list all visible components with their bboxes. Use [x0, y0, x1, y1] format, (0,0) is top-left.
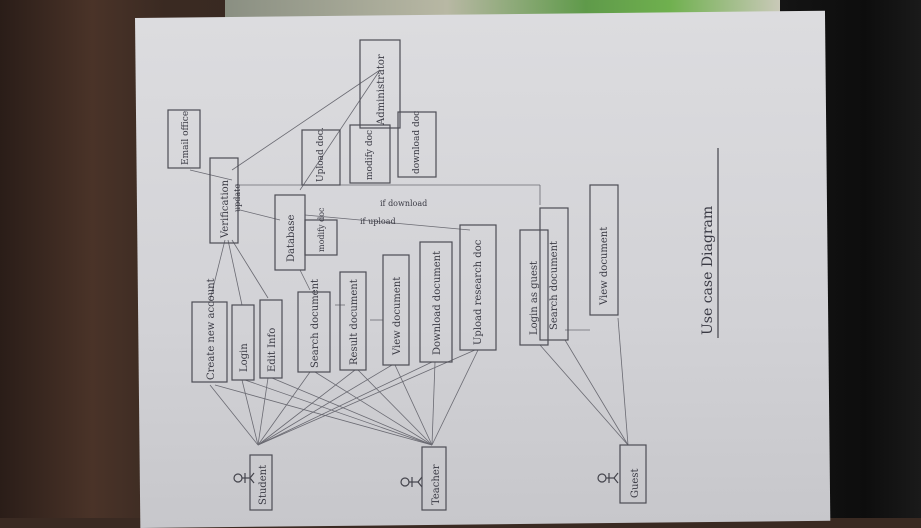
use-case-create-account: Create new account [191, 278, 228, 383]
svg-text:Student: Student [258, 465, 269, 505]
association-lines [189, 69, 629, 446]
use-case-view-document: View document [382, 254, 410, 366]
use-case-verification: Verification [209, 157, 239, 244]
svg-text:modify doc: modify doc [365, 130, 375, 180]
svg-text:Guest: Guest [630, 469, 641, 499]
edge-label-update: update [233, 184, 242, 212]
svg-text:Search document: Search document [549, 241, 560, 330]
use-case-upload-document: Upload research doc [459, 224, 497, 351]
svg-text:Email office: Email office [181, 111, 191, 165]
svg-text:Result document: Result document [349, 279, 360, 365]
svg-text:Upload doc.: Upload doc. [316, 127, 326, 182]
svg-text:Verification: Verification [220, 179, 231, 239]
svg-text:View document: View document [392, 277, 403, 356]
svg-text:Database: Database [286, 215, 297, 262]
actor-student: Student [233, 454, 273, 511]
use-case-modify: modify doc [304, 207, 338, 256]
svg-text:Teacher: Teacher [431, 464, 442, 505]
svg-text:Create new account: Create new account [206, 278, 217, 380]
svg-text:download doc: download doc [412, 111, 422, 174]
use-case-upload-doc-admin: Upload doc. [301, 127, 341, 186]
use-case-download-document: Download document [419, 241, 453, 363]
svg-text:Use case Diagram: Use case Diagram [700, 206, 716, 335]
diagram-title: Use case Diagram [700, 148, 719, 338]
edge-label-if-download: if download [380, 199, 427, 208]
use-case-edit-info: Edit Info [259, 299, 283, 379]
use-case-database: Database [274, 194, 306, 271]
use-case-email-office: Email office [167, 109, 201, 169]
svg-text:Edit Info: Edit Info [267, 328, 278, 372]
svg-text:modify doc: modify doc [317, 207, 326, 252]
use-case-download-doc-admin: download doc [397, 111, 437, 178]
svg-text:Download document: Download document [432, 251, 443, 355]
actor-guest: Guest [597, 444, 647, 504]
svg-text:Upload research doc: Upload research doc [473, 239, 484, 345]
use-case-guest-search-document: Search document [539, 207, 569, 341]
svg-text:Login: Login [239, 343, 250, 372]
edge-label-if-upload: if upload [360, 217, 396, 226]
use-case-login: Login [231, 304, 255, 381]
use-case-login-as-guest: Login as guest [519, 229, 549, 346]
svg-text:Search document: Search document [310, 279, 321, 368]
svg-text:View document: View document [599, 227, 610, 306]
use-case-modify-doc-admin: modify doc [349, 124, 391, 184]
svg-text:Login as guest: Login as guest [529, 261, 540, 335]
actor-teacher: Teacher [400, 446, 447, 511]
use-case-guest-view-document: View document [589, 184, 619, 316]
use-case-search-document: Search document [297, 279, 331, 373]
use-case-result-document: Result document [339, 271, 367, 371]
use-case-administrator: Administrator [359, 39, 401, 129]
svg-text:Administrator: Administrator [376, 54, 387, 126]
